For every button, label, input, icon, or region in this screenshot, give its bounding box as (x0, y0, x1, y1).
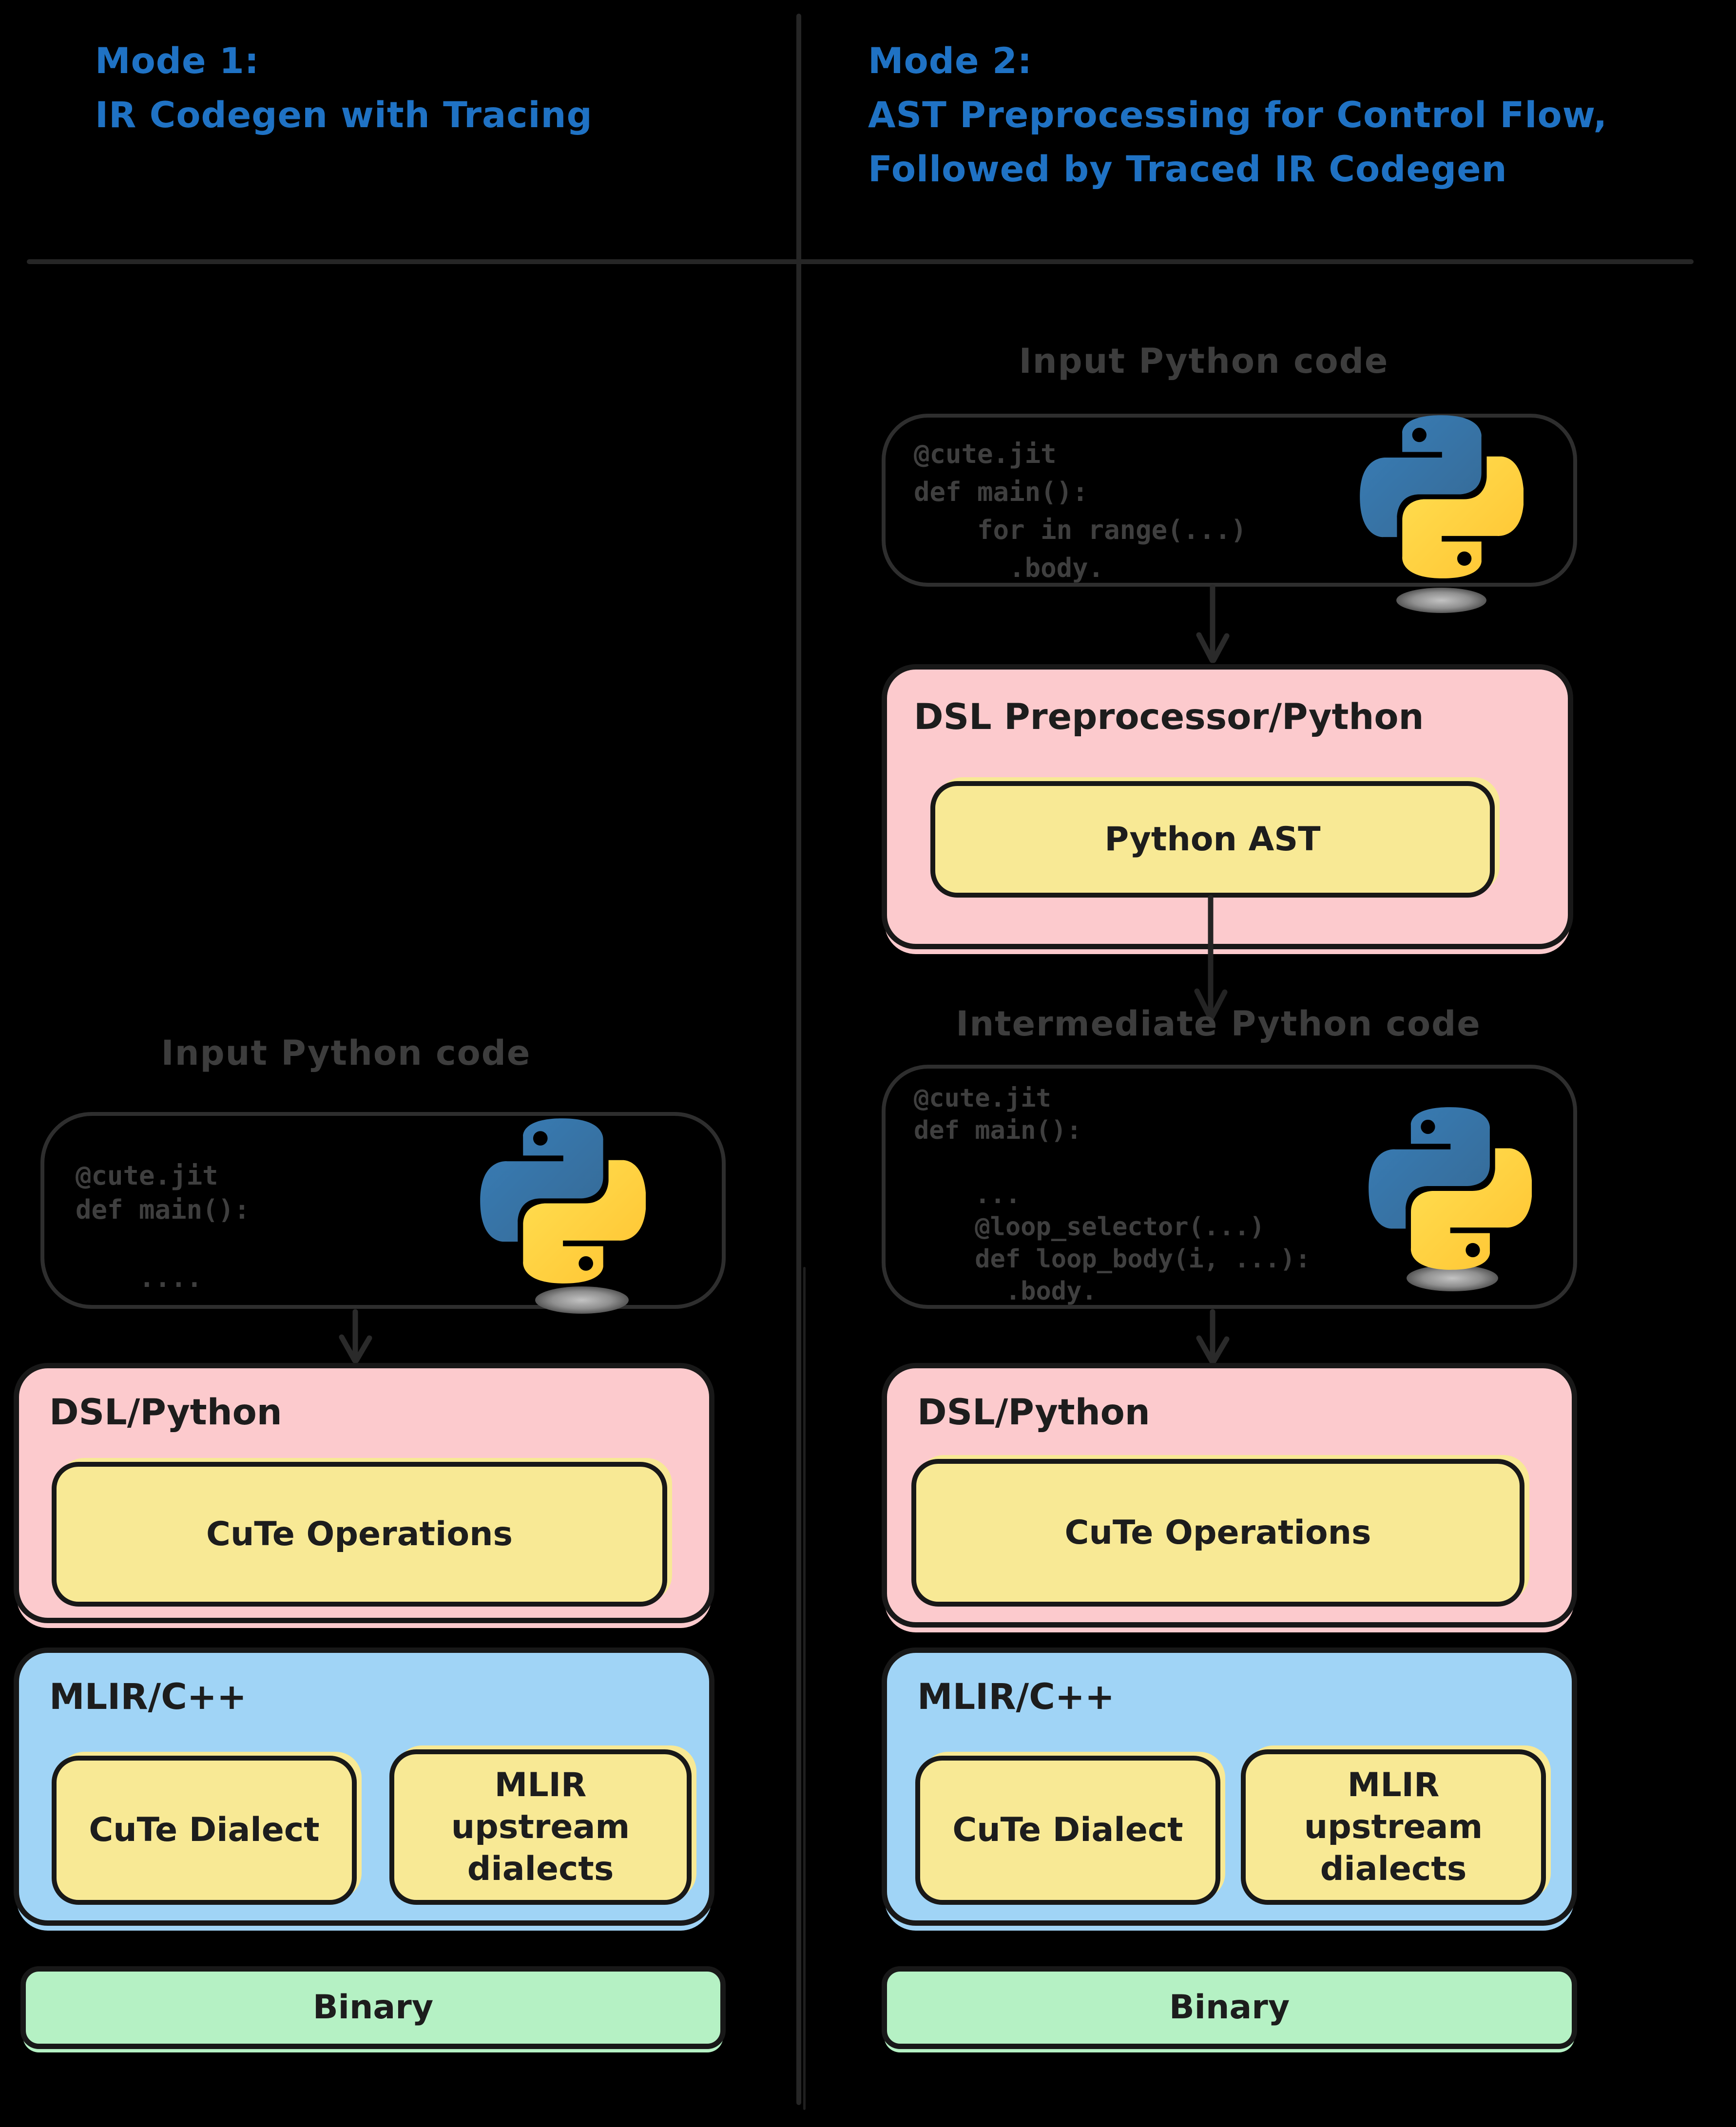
code-line: @cute.jit (914, 1084, 1051, 1113)
mode1-input-python-label: Input Python code (161, 1033, 531, 1073)
cute-operations-label: CuTe Operations (206, 1514, 513, 1553)
python-logo-shadow (535, 1286, 629, 1314)
code-line: .... (76, 1263, 203, 1293)
code-line: def main(): (914, 1116, 1082, 1145)
mode2-mlir-upstream-box: MLIR upstream dialects (1241, 1749, 1546, 1905)
mlir-upstream-label: MLIR upstream dialects (451, 1765, 630, 1888)
mode2-cute-operations-box: CuTe Operations (911, 1459, 1524, 1607)
code-line: @cute.jit (914, 439, 1057, 469)
mlir-upstream-label: MLIR upstream dialects (1304, 1765, 1483, 1888)
code-line (914, 1147, 1311, 1179)
mode1-title: Mode 1: IR Codegen with Tracing (95, 34, 593, 142)
mode2-dsl-python-box: DSL/Python CuTe Operations (882, 1363, 1577, 1628)
mode2-dsl-preprocessor-label: DSL Preprocessor/Python (914, 696, 1424, 738)
mode2-title: Mode 2: AST Preprocessing for Control Fl… (868, 34, 1607, 196)
mode1-mlir-upstream-box: MLIR upstream dialects (389, 1749, 692, 1905)
vertical-divider-line (796, 14, 801, 2105)
python-ast-label: Python AST (1104, 820, 1321, 859)
mode2-title-line1: Mode 2: (868, 40, 1032, 82)
code-line: .body. (914, 1277, 1097, 1306)
mode1-cute-operations-box: CuTe Operations (52, 1462, 667, 1607)
mode2-mlir-cpp-box: MLIR/C++ CuTe Dialect MLIR upstream dial… (882, 1648, 1577, 1926)
mode2-title-line2: AST Preprocessing for Control Flow, (868, 95, 1608, 136)
mode1-binary-box: Binary (20, 1966, 726, 2049)
python-icon (1360, 415, 1524, 578)
binary-label: Binary (312, 1988, 434, 2027)
mode2-binary-box: Binary (882, 1966, 1577, 2049)
mode1-cute-dialect-box: CuTe Dialect (52, 1756, 357, 1905)
mode2-intermediate-python-label: Intermediate Python code (956, 1004, 1481, 1044)
mode1-dsl-python-box: DSL/Python CuTe Operations (14, 1363, 714, 1623)
code-line: .body. (914, 553, 1104, 583)
mode2-dsl-preprocessor-box: DSL Preprocessor/Python Python AST (882, 664, 1573, 949)
mode2-input-python-label: Input Python code (1019, 341, 1389, 381)
horizontal-divider-line (27, 259, 1694, 264)
mode1-title-line1: Mode 1: (95, 40, 259, 82)
mode2-dsl-python-label: DSL/Python (917, 1392, 1150, 1433)
arrow-down-icon (339, 1309, 372, 1363)
vertical-divider-line-double (803, 1267, 806, 2110)
mode1-title-line2: IR Codegen with Tracing (95, 95, 593, 136)
code-line: def main(): (76, 1194, 250, 1225)
code-line: def loop_body(i, ...): (914, 1245, 1311, 1274)
cute-dialect-label: CuTe Dialect (952, 1811, 1183, 1849)
code-line: ... (914, 1180, 1021, 1209)
mode1-mlir-cpp-label: MLIR/C++ (49, 1676, 247, 1718)
binary-label: Binary (1169, 1988, 1290, 2027)
python-icon (1369, 1107, 1532, 1270)
arrow-down-icon (1194, 895, 1228, 1020)
code-line: for in range(...) (914, 515, 1247, 545)
mode2-title-line3: Followed by Traced IR Codegen (868, 149, 1507, 190)
mode2-cute-dialect-box: CuTe Dialect (915, 1756, 1220, 1905)
mode2-mlir-cpp-label: MLIR/C++ (917, 1676, 1115, 1718)
python-ast-box: Python AST (930, 781, 1495, 898)
mode1-mlir-cpp-box: MLIR/C++ CuTe Dialect MLIR upstream dial… (14, 1648, 714, 1926)
mode1-dsl-python-label: DSL/Python (49, 1392, 282, 1433)
code-line: def main(): (914, 477, 1088, 507)
python-icon (480, 1118, 646, 1284)
code-line (76, 1227, 250, 1261)
cute-operations-label: CuTe Operations (1064, 1513, 1371, 1552)
cute-dialect-label: CuTe Dialect (89, 1811, 320, 1849)
arrow-down-icon (1196, 1309, 1230, 1364)
arrow-down-icon (1196, 584, 1230, 663)
code-line: @loop_selector(...) (914, 1212, 1265, 1242)
python-logo-shadow (1396, 588, 1486, 613)
code-line: @cute.jit (76, 1160, 218, 1191)
